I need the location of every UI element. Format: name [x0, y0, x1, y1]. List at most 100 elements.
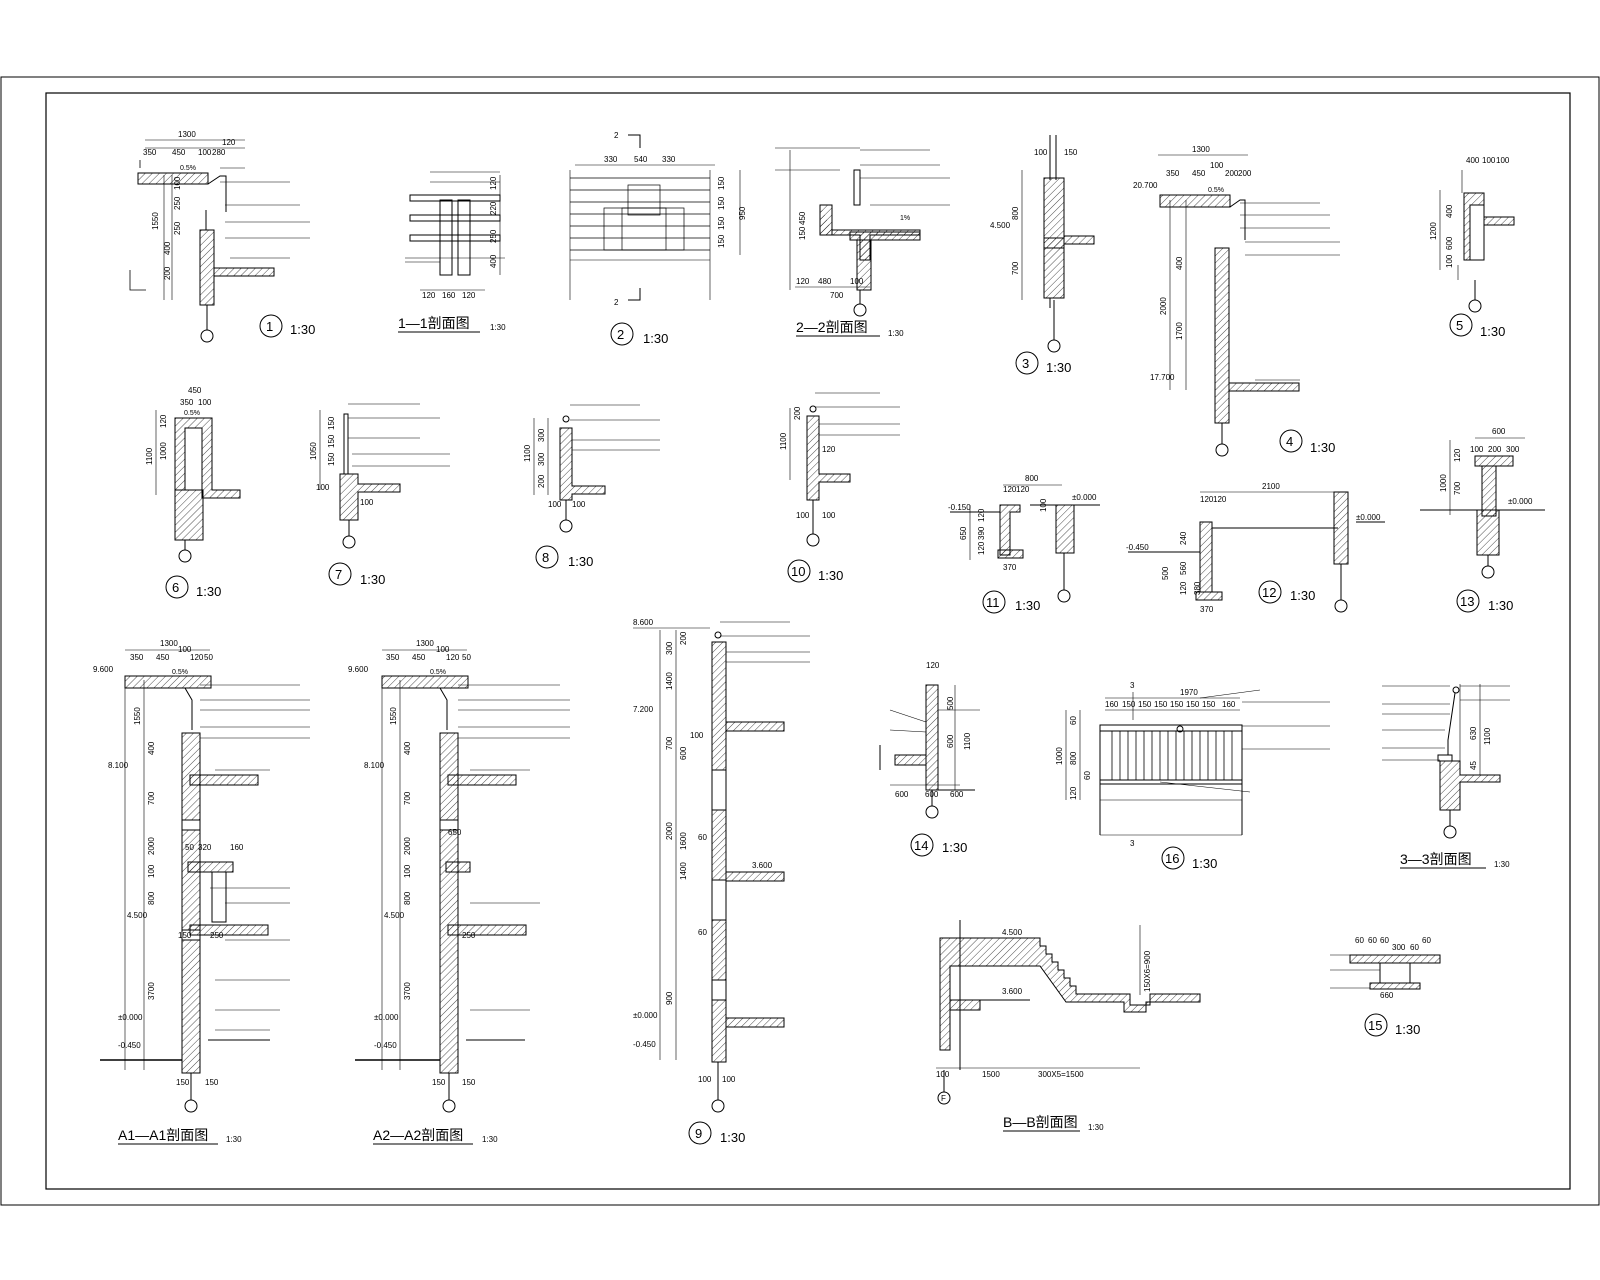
- dim: 200: [1238, 169, 1252, 178]
- dim: 120: [159, 414, 168, 428]
- dim: 700: [1011, 261, 1020, 275]
- dim: 300: [665, 641, 674, 655]
- dim: 100: [198, 148, 212, 157]
- section-scale: 1:30: [226, 1135, 242, 1144]
- dim: 160: [1105, 700, 1119, 709]
- dim: 60: [698, 928, 707, 937]
- slope: 1%: [900, 215, 910, 222]
- dim: 560: [1179, 561, 1188, 575]
- dim: 100: [796, 511, 810, 520]
- detail-scale: 1:30: [720, 1130, 745, 1145]
- dim: 1300: [160, 639, 178, 648]
- dim: 200: [1225, 169, 1239, 178]
- dim: 370: [1003, 563, 1017, 572]
- dim: 150: [717, 216, 726, 230]
- detail-scale: 1:30: [196, 584, 221, 599]
- level: -0.450: [633, 1040, 656, 1049]
- dim: 390: [977, 526, 986, 540]
- section-b-b: 4.500 3.600 150X6=900 100 1500 300X5=150…: [936, 920, 1201, 1132]
- dim: 2100: [1262, 482, 1280, 491]
- dim: 400: [1466, 156, 1480, 165]
- dim: 1300: [1192, 145, 1210, 154]
- detail-scale: 1:30: [643, 331, 668, 346]
- dim: 650: [959, 526, 968, 540]
- section-title: 3—3剖面图: [1400, 851, 1472, 867]
- level: ±0.000: [1508, 497, 1533, 506]
- dim: 250: [173, 221, 182, 235]
- dim: 600: [895, 790, 909, 799]
- detail-scale: 1:30: [568, 554, 593, 569]
- detail-number: 9: [695, 1126, 702, 1141]
- level: 20.700: [1133, 181, 1158, 190]
- dim: 480: [818, 277, 832, 286]
- dim: 120: [422, 291, 436, 300]
- section-scale: 1:30: [888, 329, 904, 338]
- detail-5: 400 100 100 1200 400 600 100 5 1:30: [1429, 156, 1515, 339]
- detail-number: 8: [542, 550, 549, 565]
- dim: 300: [537, 428, 546, 442]
- dim: 60: [1380, 936, 1389, 945]
- dim: 60: [1355, 936, 1364, 945]
- dim: 800: [403, 891, 412, 905]
- dim: 100: [173, 176, 182, 190]
- dim: 150: [462, 1078, 476, 1087]
- outer-frame: [0, 76, 1600, 1206]
- detail-14: 120 500 600 1100 600 600 600 14 1:30: [879, 661, 980, 857]
- section-scale: 1:30: [482, 1135, 498, 1144]
- dim: 2000: [665, 822, 674, 840]
- level: 3.600: [1002, 987, 1023, 996]
- dim: 100: [690, 731, 704, 740]
- dim: 450: [188, 386, 202, 395]
- slope: 0.5%: [430, 669, 446, 676]
- dim: 60: [1410, 943, 1419, 952]
- dim: 300: [1392, 943, 1406, 952]
- section-2-2: 450 150 120 480 100 700 1% 2—2剖面图 1:30: [775, 147, 950, 338]
- dim: 150: [1064, 148, 1078, 157]
- dim: 100: [850, 277, 864, 286]
- dim: 100: [147, 864, 156, 878]
- level: 3.600: [752, 861, 773, 870]
- section-mark: 2: [614, 131, 619, 140]
- level: ±0.000: [1356, 513, 1381, 522]
- dim: 280: [212, 148, 226, 157]
- dim: 540: [634, 155, 648, 164]
- dim: 350: [386, 653, 400, 662]
- dim: 1500: [982, 1070, 1000, 1079]
- dim: 600: [1445, 236, 1454, 250]
- dim: 350: [180, 398, 194, 407]
- section-title: 1—1剖面图: [398, 315, 470, 331]
- dim: 150: [1186, 700, 1200, 709]
- dim: 250: [173, 196, 182, 210]
- dim: 120: [977, 541, 986, 555]
- level: 17.700: [1150, 373, 1175, 382]
- dim: 100: [436, 645, 450, 654]
- detail-11: 800 120 120 100 -0.150 ±0.000 650 120 39…: [948, 474, 1100, 614]
- dim: 700: [403, 791, 412, 805]
- dim: 60: [1069, 716, 1078, 725]
- dim: 120: [796, 277, 810, 286]
- dim: 250: [462, 931, 476, 940]
- dim: 120: [1016, 485, 1030, 494]
- dim: 120: [1003, 485, 1017, 494]
- dim: 100: [1034, 148, 1048, 157]
- detail-scale: 1:30: [1395, 1022, 1420, 1037]
- dim: 500: [946, 696, 955, 710]
- dim: 120: [190, 653, 204, 662]
- dim: 150: [176, 1078, 190, 1087]
- dim: 120: [1453, 448, 1462, 462]
- dim: 500: [1161, 566, 1170, 580]
- dim: 900: [665, 991, 674, 1005]
- dim: 700: [1453, 481, 1462, 495]
- dim: 450: [798, 211, 807, 225]
- dim: 1550: [389, 707, 398, 725]
- dim: 100: [936, 1070, 950, 1079]
- dim: 150: [1138, 700, 1152, 709]
- dim: 120: [446, 653, 460, 662]
- level: 9.600: [348, 665, 369, 674]
- dim: 240: [1179, 531, 1188, 545]
- dim: 1300: [416, 639, 434, 648]
- dim: 700: [665, 736, 674, 750]
- dim: 400: [403, 741, 412, 755]
- dim: 200: [679, 631, 688, 645]
